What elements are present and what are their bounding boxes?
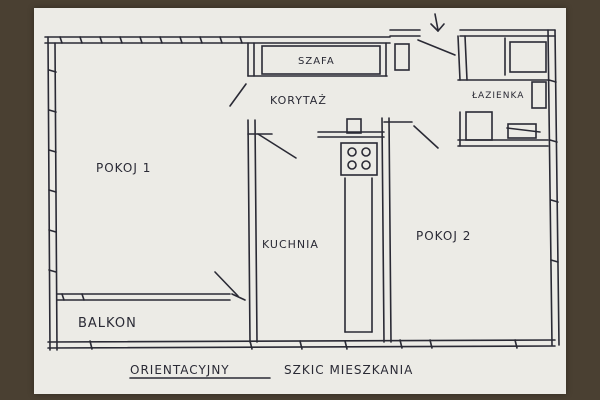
bathroom-walls (457, 35, 549, 147)
paper-sheet (34, 8, 566, 394)
room1-label: POKOJ 1 (96, 161, 151, 175)
outer-left-wall (47, 36, 58, 351)
kitchen-counter (340, 118, 378, 333)
kitchen-label: KUCHNIA (262, 238, 319, 251)
bathroom-label: ŁAZIENKA (471, 91, 524, 101)
interior-walls (247, 117, 439, 343)
room1-door (229, 83, 247, 107)
corridor-label: KORYTAŻ (270, 94, 327, 107)
entrance-area (394, 13, 456, 71)
caption-text: SZKIC MIESZKANIA (284, 363, 413, 377)
wardrobe-label: SZAFA (298, 56, 335, 67)
balcony-label: BALKON (78, 316, 137, 331)
wardrobe-box (247, 42, 388, 77)
outer-top-wall (44, 29, 556, 44)
outer-bottom-wall (47, 339, 556, 350)
outer-right-wall (547, 29, 560, 346)
caption-underlined: ORIENTACYJNY (130, 363, 230, 377)
balcony-walls (56, 271, 246, 301)
room2-label: POKOJ 2 (416, 229, 471, 243)
